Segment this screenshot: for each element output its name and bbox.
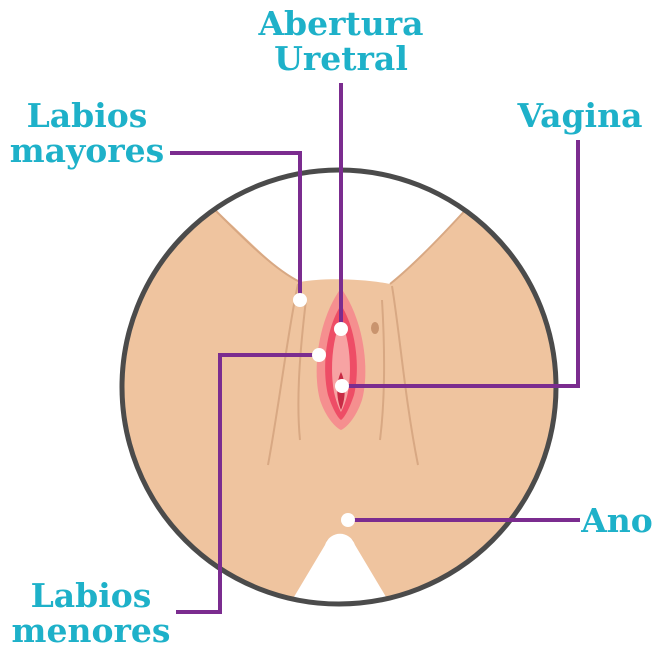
skin-mole	[371, 322, 379, 334]
label-labia-minora-line2: menores	[6, 613, 176, 648]
label-anus-line1: Ano	[580, 503, 654, 538]
label-urethral-opening-line2: Uretral	[234, 41, 448, 76]
marker-vagina	[335, 379, 349, 393]
label-anus: Ano	[580, 503, 654, 538]
label-labia-majora-line2: mayores	[6, 133, 168, 168]
label-labia-minora-line1: Labios	[6, 578, 176, 613]
marker-labia-majora	[293, 293, 307, 307]
label-urethral-opening: Abertura Uretral	[234, 6, 448, 76]
marker-urethral-opening	[334, 322, 348, 336]
label-vagina: Vagina	[514, 98, 646, 133]
label-labia-minora: Labios menores	[6, 578, 176, 648]
marker-labia-minora	[312, 348, 326, 362]
label-urethral-opening-line1: Abertura	[234, 6, 448, 41]
label-labia-majora: Labios mayores	[6, 98, 168, 168]
label-vagina-line1: Vagina	[514, 98, 646, 133]
marker-anus	[341, 513, 355, 527]
label-labia-majora-line1: Labios	[6, 98, 168, 133]
